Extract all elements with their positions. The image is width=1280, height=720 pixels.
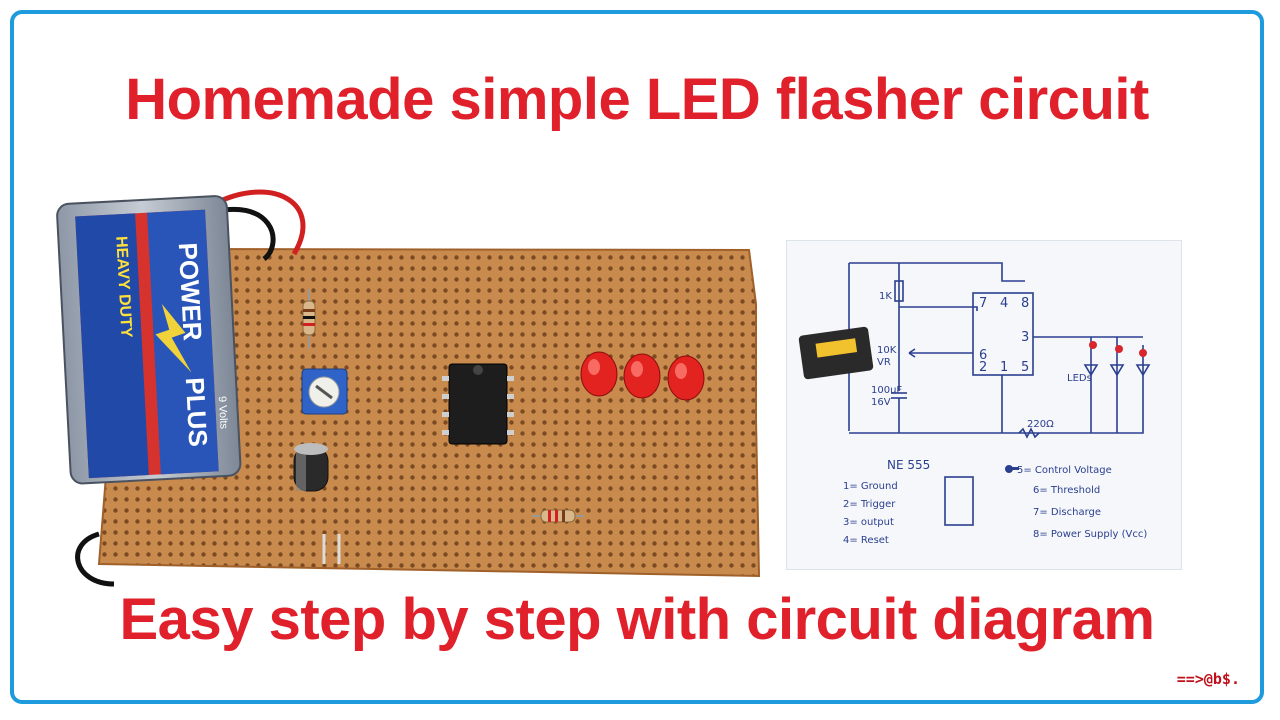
pin-desc-6: 6= Threshold <box>1033 485 1100 496</box>
svg-text:100uF: 100uF <box>871 385 902 396</box>
credit-text: ==>@b$. <box>1176 670 1240 688</box>
circuit-photo: POWER PLUS HEAVY DUTY 9 Volts <box>56 189 761 587</box>
pin-desc-3: 3= output <box>843 517 894 528</box>
pin-desc-5: 5= Control Voltage <box>1017 465 1112 476</box>
label-1k: 1K <box>879 291 892 302</box>
pin-desc-8: 8= Power Supply (Vcc) <box>1033 529 1147 540</box>
pin-8: 8 <box>1021 296 1029 311</box>
pin-desc-2: 2= Trigger <box>843 499 896 510</box>
battery-side-label: HEAVY DUTY <box>112 236 134 339</box>
label-leds: LEDs <box>1067 373 1092 384</box>
pin-3: 3 <box>1021 330 1029 345</box>
svg-text:16V: 16V <box>871 397 891 408</box>
sketch-led-heads <box>1089 341 1147 357</box>
pin-2: 2 <box>979 360 987 375</box>
jumper-wires <box>322 534 341 564</box>
resistor-220 <box>532 509 584 523</box>
pin-1: 1 <box>1000 360 1008 375</box>
battery-volts-label: 9 Volts <box>216 396 230 430</box>
circuit-diagram: 7 4 8 3 6 2 1 5 1K 10K VR 100uF 16V 220Ω… <box>786 240 1182 570</box>
trimmer-pot <box>301 368 348 415</box>
label-vr: 10K <box>877 345 897 356</box>
red-leds <box>580 351 705 401</box>
resistor-1k <box>302 289 316 349</box>
pin-5: 5 <box>1021 360 1029 375</box>
pin-desc-1: 1= Ground <box>843 481 898 492</box>
subtitle: Easy step by step with circuit diagram <box>119 587 1156 652</box>
ne555-chip <box>442 363 514 445</box>
battery-wire-black-2 <box>75 531 115 587</box>
pin-desc-7: 7= Discharge <box>1033 507 1101 518</box>
battery-brand-bottom: PLUS <box>180 377 214 448</box>
pin-7: 7 <box>979 296 987 311</box>
electrolytic-capacitor <box>293 443 329 492</box>
thumbnail-frame: Homemade simple LED flasher circuit <box>10 10 1264 704</box>
lightning-logo <box>155 304 192 373</box>
label-220: 220Ω <box>1027 419 1054 430</box>
battery-9v: POWER PLUS HEAVY DUTY 9 Volts <box>56 195 242 485</box>
main-title: Homemade simple LED flasher circuit <box>125 67 1149 132</box>
label-ne555: NE 555 <box>887 458 930 472</box>
pin-6: 6 <box>979 348 987 363</box>
sketch-battery <box>798 326 874 380</box>
pin-desc-4: 4= Reset <box>843 535 889 546</box>
pin-4: 4 <box>1000 296 1008 311</box>
key-icon <box>1005 465 1019 473</box>
svg-text:VR: VR <box>877 357 891 368</box>
battery-wire-red <box>212 189 306 256</box>
